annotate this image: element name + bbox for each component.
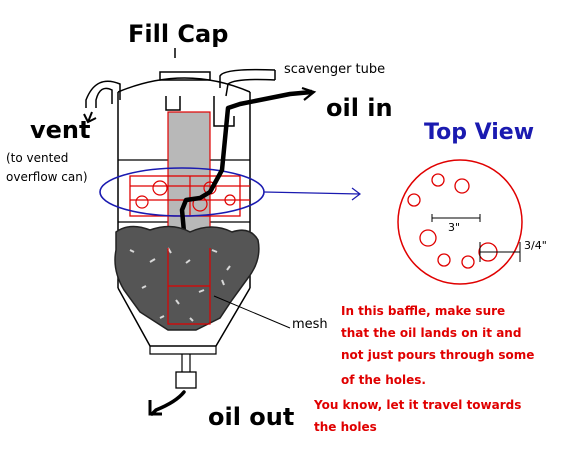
oil-out-arrowhead <box>148 400 162 416</box>
top-view-dim-hole <box>479 242 521 262</box>
vent-note-line-1: (to vented <box>6 151 69 165</box>
baffle-note-line-2: that the oil lands on it and <box>341 326 522 340</box>
outlet-fitting <box>175 371 197 389</box>
inner-screen <box>167 248 211 325</box>
filter-media <box>114 225 260 331</box>
top-view-arrow <box>263 187 361 201</box>
tank-cone <box>117 287 251 347</box>
baffle-note-line-3: not just pours through some <box>341 348 535 362</box>
top-view-hole <box>431 173 445 187</box>
mesh-leader <box>213 295 291 329</box>
baffle-note-line-1: In this baffle, make sure <box>341 304 506 318</box>
top-view-hole <box>437 253 451 267</box>
mesh-label: mesh <box>292 317 328 332</box>
dim-hole-label: 3/4" <box>524 239 547 252</box>
vent-arrow <box>83 111 97 124</box>
inner-tube-left <box>165 96 181 111</box>
baffle-hole <box>152 180 168 196</box>
vent-pipe <box>85 80 121 108</box>
dim-center-label: 3" <box>448 221 461 234</box>
baffle-note-line-4: of the holes. <box>341 373 426 387</box>
outlet-neck <box>181 354 191 372</box>
top-view-hole <box>419 229 437 247</box>
top-view-title: Top View <box>424 120 535 145</box>
scavenger-tube-label: scavenger tube <box>284 62 386 77</box>
top-view-hole <box>461 255 475 269</box>
top-view-outer <box>397 159 523 285</box>
baffle-hole <box>224 194 236 206</box>
oil-out-arrow <box>150 390 186 416</box>
filter-media-speckle <box>129 247 231 322</box>
scavenger-pipe <box>219 68 276 97</box>
fill-cap-label: Fill Cap <box>128 20 229 48</box>
tank-top <box>117 77 251 93</box>
top-view-hole <box>454 178 470 194</box>
vent-label: vent <box>30 116 91 144</box>
inner-tube-right <box>213 96 235 127</box>
top-view-hole <box>407 193 421 207</box>
baffle-hole <box>135 195 149 209</box>
oil-in-arrow <box>301 86 317 101</box>
cone-inner <box>149 346 217 355</box>
baffle-note-line-6: the holes <box>314 420 377 434</box>
oil-in-label: oil in <box>326 94 393 122</box>
baffle-note-line-5: You know, let it travel towards <box>314 398 522 412</box>
vent-note-line-2: overflow can) <box>6 170 88 184</box>
oil-out-label: oil out <box>208 403 295 431</box>
top-view-dim-center <box>431 214 481 222</box>
